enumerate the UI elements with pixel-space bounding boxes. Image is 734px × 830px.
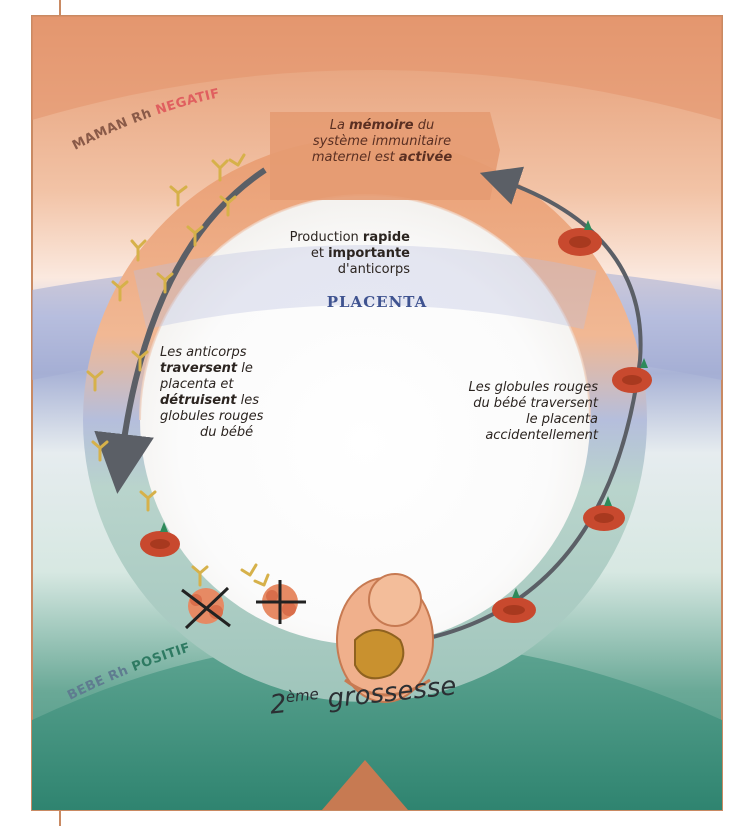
red-cells-crossing-text: Les globules rouges du bébé traversent l… (418, 380, 598, 444)
antibodies-crossing-text: Les anticorps traversent le placenta et … (160, 345, 310, 441)
production-text: Production rapide et importante d'antico… (200, 230, 410, 278)
memory-text: La mémoire du système immunitaire matern… (282, 118, 482, 166)
placenta-label: PLACENTA (312, 293, 442, 311)
